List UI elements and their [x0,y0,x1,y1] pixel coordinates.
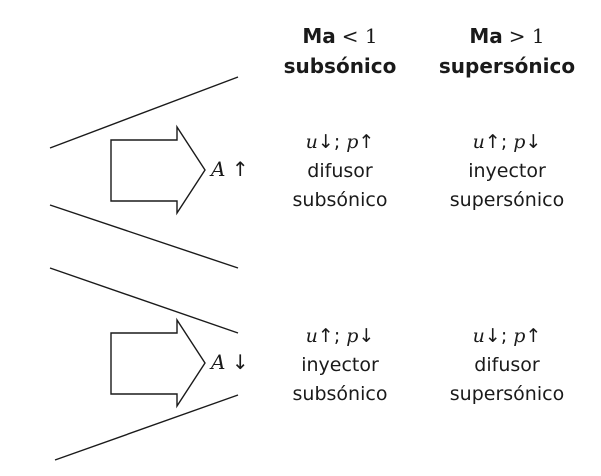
u-arrow-icon: ↑ [484,131,501,153]
header-supersonic: Ma > 1 supersónico [432,22,582,81]
header-subsonic-relation: < 1 [341,24,378,48]
header-supersonic-relation: > 1 [508,24,545,48]
area-arrow-icon: ↓ [231,350,249,374]
area-label-decreasing: A ↓ [211,350,249,374]
header-subsonic: Ma < 1 subsónico [270,22,410,81]
device-name: inyector [301,354,379,376]
p-arrow-icon: ↓ [358,325,375,347]
flow-arrow-icon-top [110,124,206,216]
area-variable: A [211,157,226,181]
p-arrow-icon: ↑ [358,131,375,153]
duct-bottom-upper-wall [49,267,239,334]
header-subsonic-ma: Ma [302,24,336,48]
flow-arrow-icon-bottom [110,317,206,409]
header-supersonic-label: supersónico [438,54,576,78]
device-regime: supersónico [449,383,565,405]
device-name: difusor [474,354,540,376]
u-arrow-icon: ↓ [317,131,334,153]
p-arrow-icon: ↓ [525,131,542,153]
cell-row2-subsonic: u↑; p↓ inyector subsónico [270,322,410,409]
area-variable: A [211,350,226,374]
header-supersonic-ma: Ma [469,24,503,48]
cell-row1-supersonic: u↑; p↓ inyector supersónico [432,128,582,215]
cell-row1-subsonic: u↓; p↑ difusor subsónico [270,128,410,215]
device-regime: subsónico [292,383,388,405]
velocity-pressure-trend: u↓; p↑ [305,131,375,153]
area-label-increasing: A ↑ [211,157,249,181]
u-arrow-icon: ↓ [484,325,501,347]
velocity-pressure-trend: u↑; p↓ [472,131,542,153]
duct-top-lower-wall [49,204,239,269]
velocity-pressure-trend: u↑; p↓ [305,325,375,347]
p-arrow-icon: ↑ [525,325,542,347]
device-regime: supersónico [449,189,565,211]
device-name: inyector [468,160,546,182]
cell-row2-supersonic: u↓; p↑ difusor supersónico [432,322,582,409]
u-arrow-icon: ↑ [317,325,334,347]
velocity-pressure-trend: u↓; p↑ [472,325,542,347]
device-name: difusor [307,160,373,182]
duct-top-upper-wall [49,76,239,149]
device-regime: subsónico [292,189,388,211]
header-subsonic-label: subsónico [283,54,397,78]
area-arrow-icon: ↑ [231,157,249,181]
duct-bottom-lower-wall [54,394,239,461]
